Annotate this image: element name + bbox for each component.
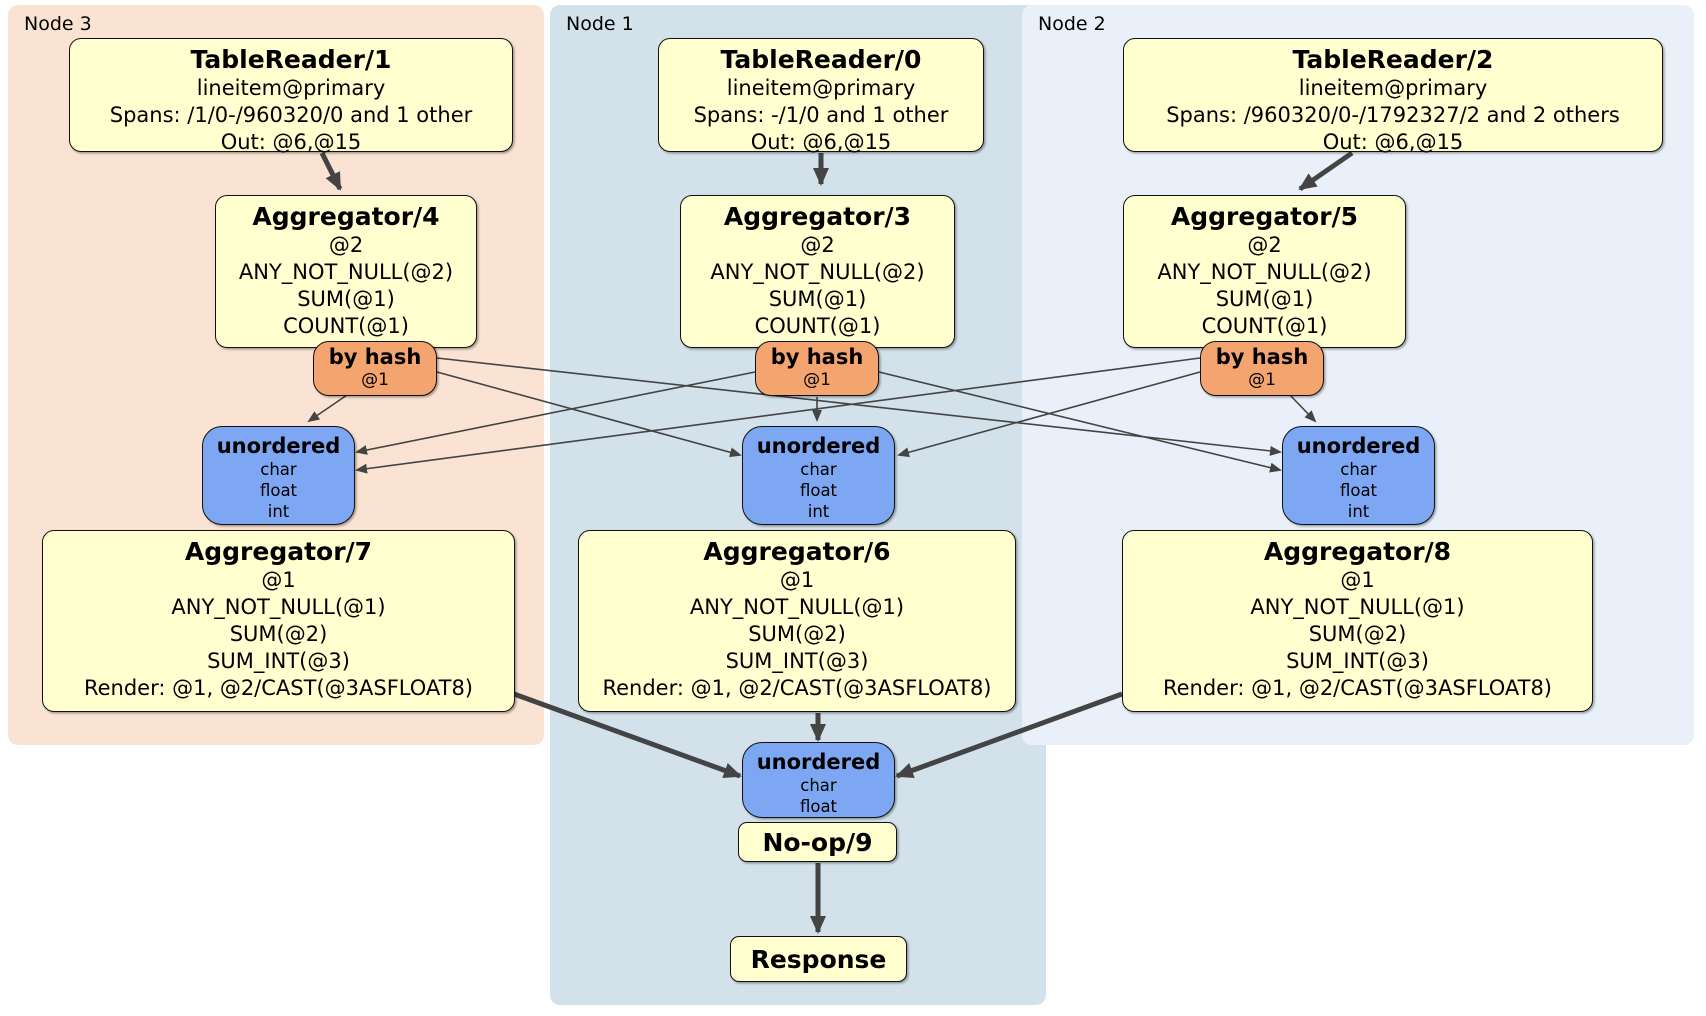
router-by-hash-node1: by hash @1 <box>755 341 879 396</box>
group-node-3-label: Node 3 <box>24 13 92 35</box>
box-title: Aggregator/6 <box>703 537 891 566</box>
box-title: unordered <box>216 434 341 458</box>
edge-agg8-unordered-final <box>895 691 1123 779</box>
router-by-hash-node3: by hash @1 <box>313 341 437 396</box>
box-title: Aggregator/3 <box>723 202 912 231</box>
edge-agg7-unordered-final <box>513 691 742 779</box>
box-title: unordered <box>1296 434 1421 458</box>
processor-response: Response <box>730 936 907 982</box>
edge-byhash2-un2 <box>1287 392 1317 423</box>
router-by-hash-node2: by hash @1 <box>1200 341 1324 396</box>
box-title: TableReader/2 <box>1292 45 1494 74</box>
box-title: unordered <box>756 434 881 458</box>
edge-tr2-agg5 <box>1298 150 1354 192</box>
edge-byhash3-un1 <box>436 371 742 458</box>
box-title: Aggregator/8 <box>1263 537 1452 566</box>
box-title: by hash <box>1215 345 1309 369</box>
box-title: by hash <box>328 345 422 369</box>
group-node-1-label: Node 1 <box>566 13 634 35</box>
box-title: Aggregator/7 <box>184 537 373 566</box>
box-title: Aggregator/4 <box>252 202 440 231</box>
box-title: unordered <box>756 750 881 774</box>
edge-byhash1-un3 <box>355 371 756 455</box>
box-title: by hash <box>770 345 864 369</box>
box-title: Response <box>750 944 887 974</box>
box-title: TableReader/0 <box>720 45 922 74</box>
box-title: No-op/9 <box>762 827 873 857</box>
box-title: Aggregator/5 <box>1170 202 1359 231</box>
group-node-2-label: Node 2 <box>1038 13 1106 35</box>
box-lines: @1 <box>803 370 831 390</box>
processor-no-op-9: No-op/9 <box>738 822 897 862</box>
box-title: TableReader/1 <box>190 45 392 74</box>
edge-byhash1-un2 <box>878 371 1282 473</box>
box-lines: @1 <box>1248 370 1276 390</box>
edge-byhash2-un3 <box>355 357 1201 474</box>
edge-byhash3-un3 <box>307 392 351 423</box>
edge-byhash2-un1 <box>897 371 1201 458</box>
edge-tr1-agg4 <box>319 151 343 191</box>
box-lines: @1 <box>361 370 389 390</box>
